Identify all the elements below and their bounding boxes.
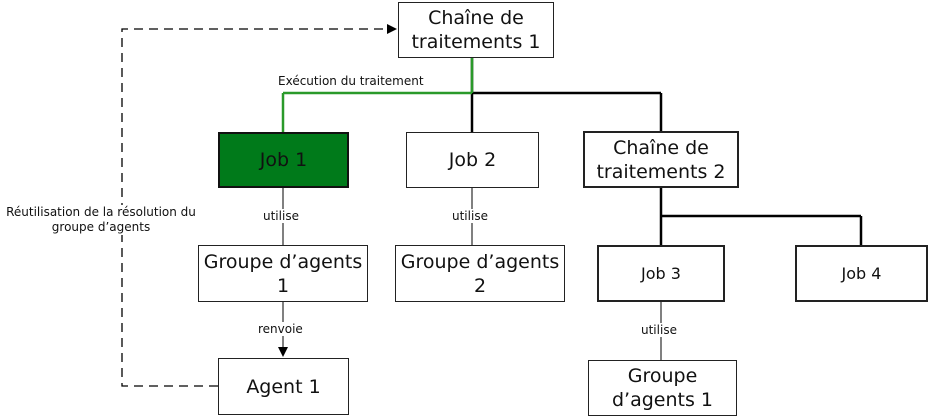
job-1-label: Job 1 [259,149,308,171]
job-4-label: Job 4 [841,263,882,283]
chain-1-label: Chaîne de traitements 1 [411,7,541,53]
job-3-label: Job 3 [641,263,681,283]
redirects-label: renvoie [257,322,304,336]
job-2-node: Job 2 [406,132,539,188]
execution-label: Exécution du traitement [278,74,424,88]
job-4-node: Job 4 [795,245,928,302]
uses-label-2: utilise [451,209,489,223]
agent-group-1b-label: Groupe d’agents 1 [611,365,713,411]
chain-1-node: Chaîne de traitements 1 [398,2,554,58]
chain-2-node: Chaîne de traitements 2 [583,131,739,188]
job-2-label: Job 2 [448,149,497,171]
uses-label-3: utilise [640,323,678,337]
agent-1-node: Agent 1 [218,358,349,415]
agent-group-2-label: Groupe d’agents 2 [400,250,560,297]
reuse-label: Réutilisation de la résolution du groupe… [2,205,200,235]
uses-label-1: utilise [262,209,300,223]
chain-2-label: Chaîne de traitements 2 [596,136,726,183]
job-1-node: Job 1 [218,132,349,188]
agent-group-2-node: Groupe d’agents 2 [395,245,565,302]
agent-group-1-node: Groupe d’agents 1 [198,245,368,302]
job-3-node: Job 3 [597,245,725,302]
agent-group-1b-node: Groupe d’agents 1 [588,360,737,416]
agent-group-1-label: Groupe d’agents 1 [203,250,363,297]
agent-1-label: Agent 1 [246,375,321,398]
